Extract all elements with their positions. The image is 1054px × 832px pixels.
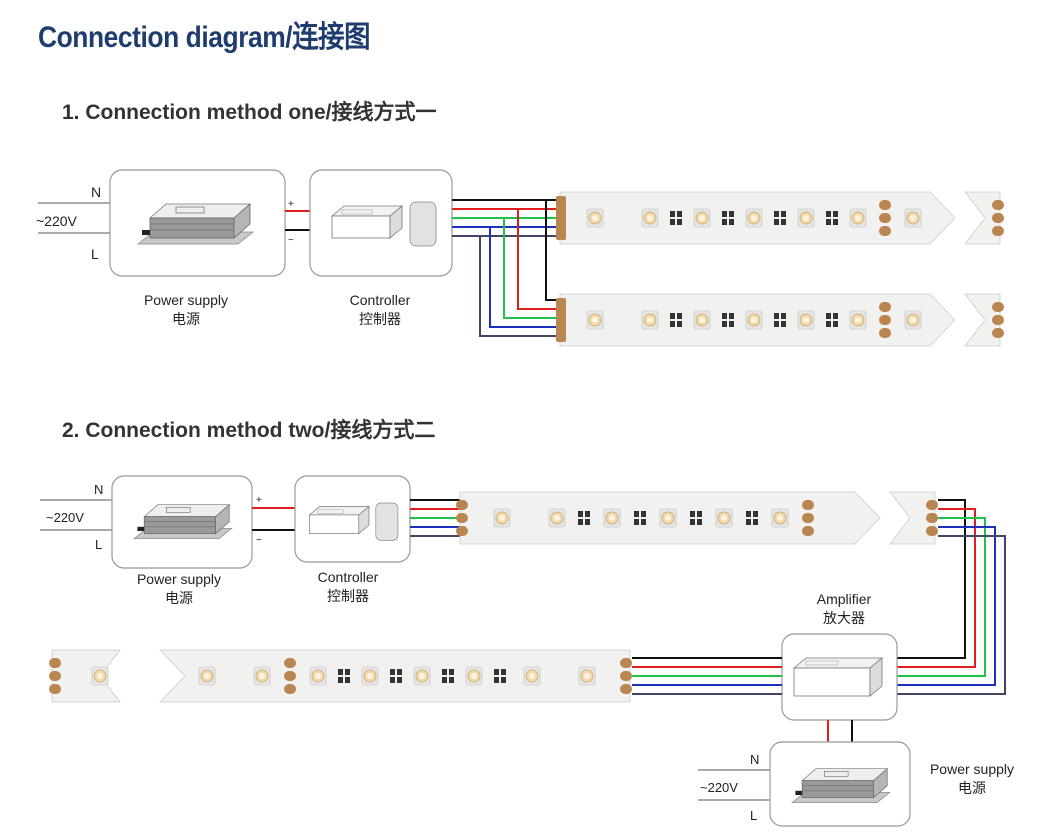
s2-controller: Controller 控制器	[294, 475, 411, 604]
s2-amplifier: Amplifier 放大器	[781, 591, 898, 721]
s1-minus-label: −	[288, 235, 294, 246]
section-2-title: 2. Connection method two/接线方式二	[62, 419, 436, 442]
s1-line-label: L	[91, 246, 99, 262]
s2-amp-mains-input: N ~220V L	[698, 752, 770, 823]
s2b-voltage-label: ~220V	[700, 780, 738, 795]
s2b-line-label: L	[750, 808, 757, 823]
s1-power-supply-label-zh: 电源	[172, 311, 200, 327]
s2-amp-power-supply: Power supply 电源	[769, 741, 1014, 827]
s2-wires-ctrl	[410, 499, 460, 537]
s2-wires-amp-strip	[632, 657, 782, 695]
page-title: Connection diagram/连接图	[38, 21, 371, 54]
s1-led-strip-1	[556, 191, 1004, 245]
s2-mains-input: N ~220V L	[40, 482, 112, 552]
s2b-power-supply-label-zh: 电源	[958, 780, 986, 796]
s2-controller-label-zh: 控制器	[327, 588, 369, 604]
s1-wires	[452, 199, 560, 337]
amplifier-label: Amplifier	[817, 591, 872, 607]
s2-wires-to-amp	[897, 499, 1006, 695]
amplifier-label-zh: 放大器	[823, 610, 865, 626]
s1-led-strip-2	[556, 293, 1004, 347]
s2-controller-label: Controller	[318, 569, 379, 585]
s2-minus-label: −	[256, 535, 262, 546]
section-1-title: 1. Connection method one/接线方式一	[62, 101, 437, 124]
s2-power-supply-label-zh: 电源	[165, 590, 193, 606]
s1-neutral-label: N	[91, 184, 101, 200]
s2-amp-power-wires	[827, 720, 853, 742]
s1-controller: Controller 控制器	[309, 169, 453, 327]
s1-controller-label-zh: 控制器	[359, 311, 401, 327]
s2-voltage-label: ~220V	[46, 510, 84, 525]
s1-controller-label: Controller	[350, 292, 411, 308]
amplifier-icon	[793, 657, 883, 697]
s1-voltage-label: ~220V	[36, 213, 78, 229]
s2-led-strip-bottom	[49, 649, 632, 703]
s2-power-supply-label: Power supply	[137, 571, 221, 587]
s2b-power-supply-label: Power supply	[930, 761, 1014, 777]
s1-plus-label: +	[288, 199, 294, 210]
s2b-neutral-label: N	[750, 752, 759, 767]
s1-power-supply: Power supply 电源	[109, 169, 286, 327]
s2-power-supply: Power supply 电源	[111, 475, 253, 606]
s2-neutral-label: N	[94, 482, 103, 497]
s1-power-supply-label: Power supply	[144, 292, 228, 308]
s2-plus-label: +	[256, 495, 262, 506]
s1-mains-input: N ~220V L	[36, 184, 110, 262]
s2-line-label: L	[95, 537, 102, 552]
s2-led-strip-top	[456, 491, 938, 545]
